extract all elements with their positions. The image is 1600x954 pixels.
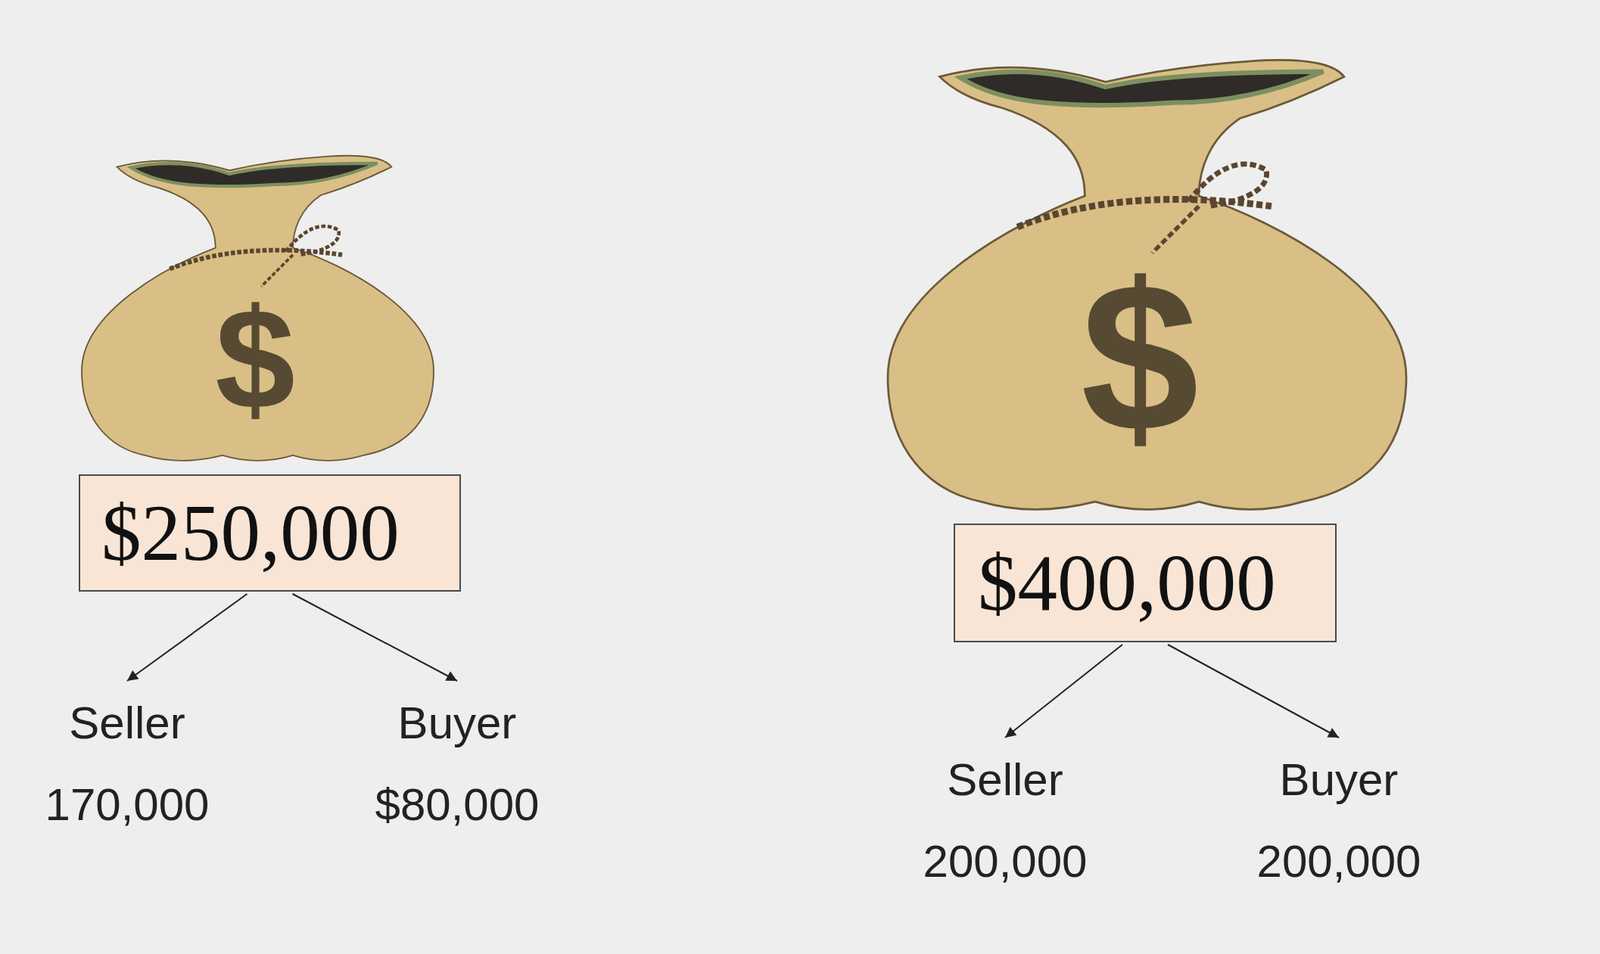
split-arrow bbox=[292, 594, 458, 682]
node-text: Buyer bbox=[1257, 753, 1422, 808]
node-text: 170,000 bbox=[45, 778, 210, 833]
dollar-symbol: $ bbox=[1080, 251, 1199, 464]
share-label-node: Seller 200,000 bbox=[911, 737, 1100, 905]
share-label-node: Buyer 200,000 bbox=[1245, 737, 1434, 905]
split-arrow bbox=[1005, 644, 1123, 738]
share-label-node: Buyer $80,000 bbox=[363, 681, 552, 848]
node-text: 200,000 bbox=[923, 834, 1088, 890]
dollar-symbol: $ bbox=[214, 286, 296, 431]
node-text: Seller bbox=[45, 696, 210, 751]
amount-box: $250,000 bbox=[78, 474, 461, 592]
money-bag bbox=[887, 59, 1407, 510]
money-bag bbox=[81, 155, 434, 461]
node-text: Seller bbox=[923, 753, 1088, 808]
split-arrow bbox=[127, 594, 248, 682]
split-arrow bbox=[1167, 644, 1339, 738]
node-text: $250,000 bbox=[101, 489, 400, 578]
amount-box: $400,000 bbox=[953, 523, 1337, 643]
node-text: 200,000 bbox=[1257, 834, 1422, 890]
node-text: Buyer bbox=[375, 696, 540, 751]
node-text: $400,000 bbox=[977, 539, 1277, 628]
node-text: $80,000 bbox=[375, 778, 540, 833]
share-label-node: Seller 170,000 bbox=[33, 681, 222, 848]
